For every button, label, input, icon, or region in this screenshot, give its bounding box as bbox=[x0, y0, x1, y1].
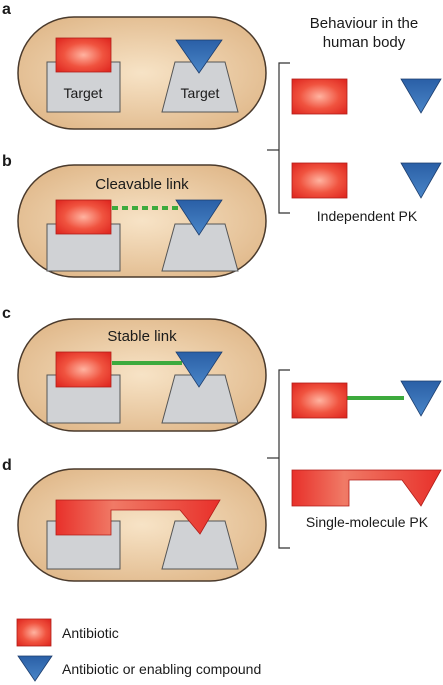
bracket-lower bbox=[278, 369, 290, 549]
target-right bbox=[161, 374, 239, 424]
right-enabling-triangle-2 bbox=[400, 162, 442, 199]
target-left-label: Target bbox=[64, 85, 103, 101]
panel-letter-b: b bbox=[2, 153, 12, 170]
bracket-upper bbox=[278, 62, 290, 214]
single-molecule-pk-label: Single-molecule PK bbox=[306, 514, 429, 530]
enabling-triangle bbox=[175, 39, 223, 74]
enabling-triangle bbox=[175, 199, 223, 236]
panel-a: Target Target bbox=[17, 16, 267, 130]
antibiotic-square bbox=[55, 37, 112, 73]
right-antibiotic-square bbox=[291, 78, 348, 115]
target-right bbox=[161, 223, 239, 272]
independent-pk-label: Independent PK bbox=[317, 208, 418, 224]
panel-letter-a: a bbox=[2, 1, 11, 18]
panel-c: Stable link bbox=[17, 318, 267, 432]
stable-link-label: Stable link bbox=[107, 328, 177, 345]
panel-letter-d: d bbox=[2, 457, 12, 474]
target-right bbox=[161, 61, 239, 113]
right-antibiotic-square-3 bbox=[291, 382, 348, 419]
panel-d bbox=[17, 468, 267, 582]
target-right bbox=[161, 520, 239, 570]
header-line2: human body bbox=[323, 34, 406, 51]
right-enabling-triangle bbox=[400, 78, 442, 114]
legend-antibiotic-label: Antibiotic bbox=[62, 625, 119, 641]
legend: Antibiotic Antibiotic or enabling compou… bbox=[16, 618, 261, 682]
right-antibiotic-square-2 bbox=[291, 162, 348, 199]
legend-antibiotic-swatch bbox=[16, 618, 52, 647]
antibiotic-square bbox=[55, 199, 112, 235]
panel-letter-c: c bbox=[2, 305, 11, 322]
header-line1: Behaviour in the bbox=[310, 15, 418, 32]
enabling-triangle bbox=[175, 351, 223, 388]
right-single-molecule-hybrid bbox=[291, 469, 442, 507]
panel-b: Cleavable link bbox=[17, 164, 267, 278]
legend-enabling-label: Antibiotic or enabling compound bbox=[62, 661, 261, 677]
right-enabling-triangle-3 bbox=[400, 380, 442, 417]
legend-triangle-swatch bbox=[17, 655, 53, 682]
cleavable-link-label: Cleavable link bbox=[95, 176, 189, 193]
single-molecule-hybrid bbox=[55, 499, 221, 536]
target-right-label: Target bbox=[181, 85, 220, 101]
antibiotic-square bbox=[55, 351, 112, 388]
